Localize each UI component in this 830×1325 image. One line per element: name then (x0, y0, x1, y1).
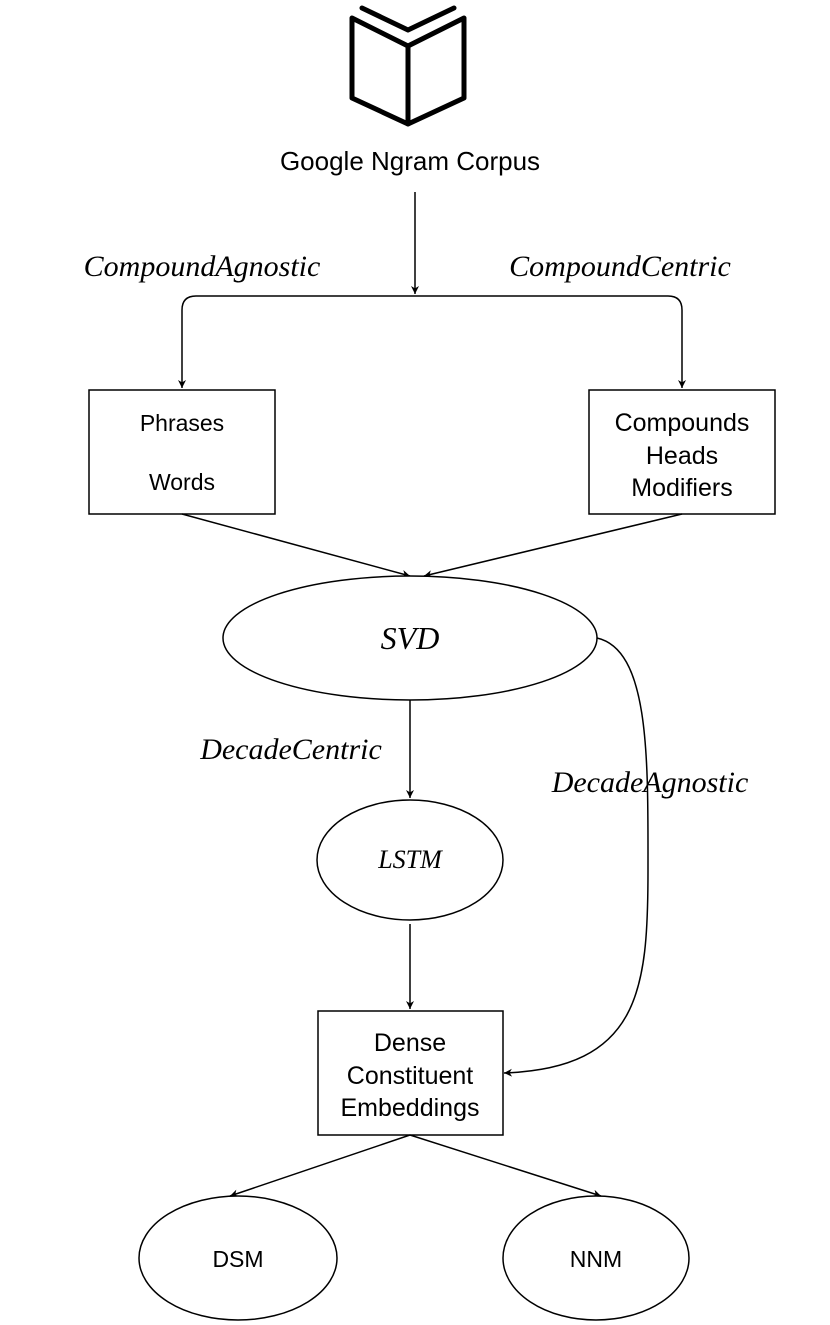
dsm-node (138, 1195, 338, 1321)
decade-agnostic-label: DecadeAgnostic (551, 766, 749, 799)
edge-embeddings-to-dsm (229, 1134, 411, 1198)
edge-split-left (178, 295, 415, 388)
modifiers-label: Modifiers (631, 474, 732, 502)
dense-label: Dense (374, 1029, 446, 1057)
words-label: Words (149, 469, 215, 495)
heads-label: Heads (646, 442, 718, 470)
compound-centric-label: CompoundCentric (509, 250, 731, 283)
edge-phrases-to-svd (181, 513, 411, 578)
nnm-node (502, 1195, 690, 1321)
edge-compounds-to-svd (423, 513, 683, 579)
dsm-label: DSM (212, 1246, 263, 1272)
edge-svd-to-embeddings (503, 637, 649, 1077)
embeddings-label: Embeddings (341, 1094, 480, 1122)
phrases-words-box (88, 389, 276, 515)
decade-centric-label: DecadeCentric (199, 733, 382, 766)
edge-embeddings-to-nnm (409, 1134, 602, 1198)
constituent-label: Constituent (347, 1062, 474, 1090)
edge-split-right (415, 295, 686, 388)
lstm-label: LSTM (377, 845, 443, 874)
open-book-icon (349, 5, 467, 127)
lstm-node (316, 799, 504, 921)
svd-label: SVD (381, 620, 440, 656)
compound-agnostic-label: CompoundAgnostic (84, 250, 321, 283)
phrases-label: Phrases (140, 410, 224, 436)
nnm-label: NNM (570, 1246, 622, 1272)
compounds-label: Compounds (615, 409, 750, 437)
corpus-label: Google Ngram Corpus (280, 146, 540, 176)
